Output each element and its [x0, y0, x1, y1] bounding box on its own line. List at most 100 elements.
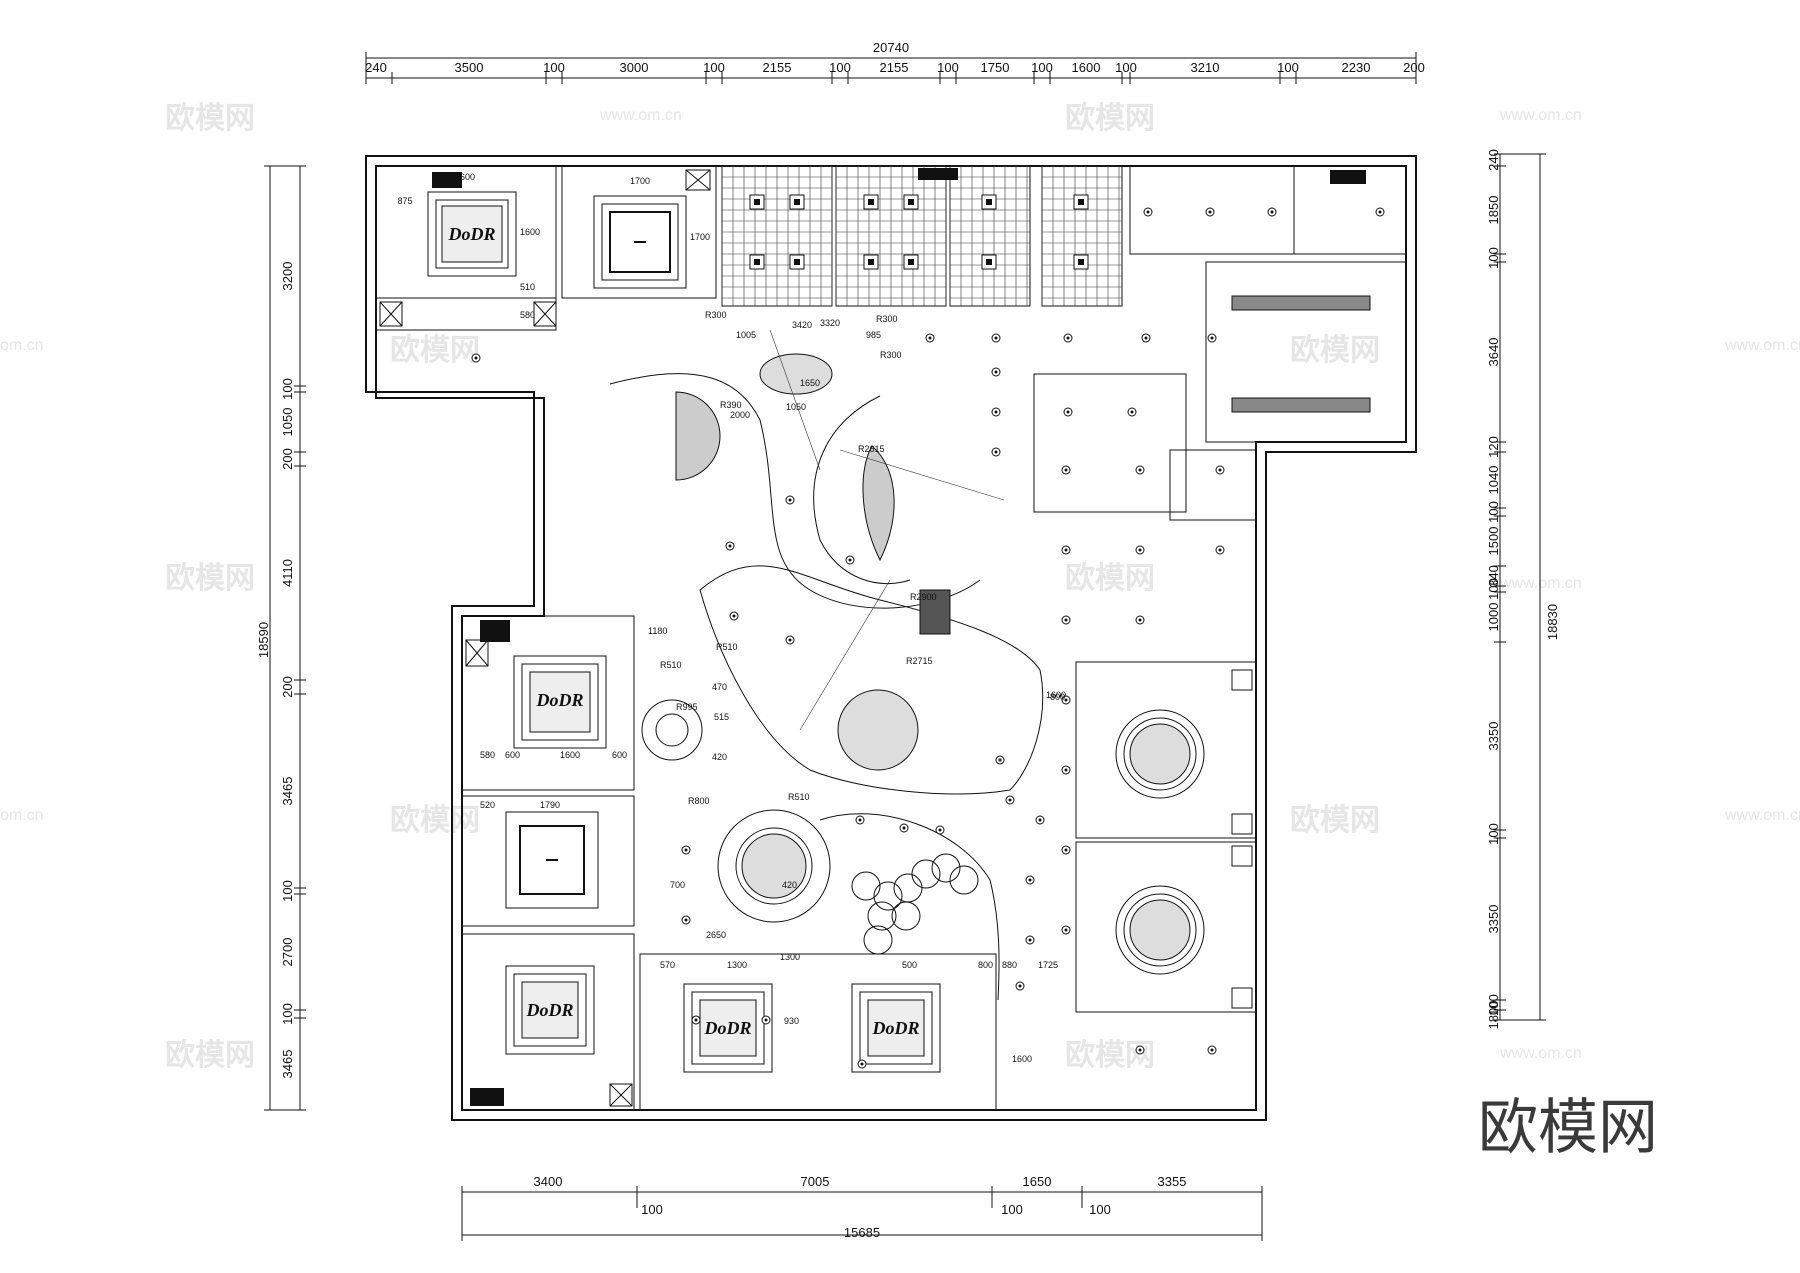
right-dim-segment: 3350 — [1486, 722, 1501, 751]
svg-text:520: 520 — [480, 800, 495, 810]
right-dim-segment: 1800 — [1486, 1001, 1501, 1030]
center-dim-label: 1725 — [1038, 960, 1058, 970]
bottom-dimension: 3400 7005 1650 3355 100 100 100 15685 — [461, 1174, 1263, 1241]
watermark-url: www.om.cn — [1724, 337, 1800, 354]
top-dim-segment: 3500 — [455, 60, 484, 75]
center-dim-label: R390 — [720, 400, 742, 410]
center-dim-label: 700 — [670, 880, 685, 890]
left-dim-segment: 3200 — [280, 262, 295, 291]
center-dim-label: R300 — [880, 350, 902, 360]
center-dim-label: 570 — [660, 960, 675, 970]
center-dim-label: R2715 — [906, 656, 933, 666]
watermark-cn: 欧模网 — [1290, 803, 1380, 838]
top-dim-segment: 100 — [937, 60, 959, 75]
light-fixtures — [471, 207, 1385, 1069]
top-dim-segment: 3210 — [1191, 60, 1220, 75]
svg-text:1600: 1600 — [560, 750, 580, 760]
svg-text:600: 600 — [505, 750, 520, 760]
right-dim-segment: 240 — [1486, 149, 1501, 171]
right-dim-segment: 3640 — [1486, 338, 1501, 367]
top-dim-segment: 2230 — [1342, 60, 1371, 75]
left-dim-segment: 100 — [280, 378, 295, 400]
svg-text:1790: 1790 — [540, 800, 560, 810]
top-dim-segment: 100 — [829, 60, 851, 75]
watermark-cn: 欧模网 — [1065, 1038, 1155, 1073]
top-dim-segment: 1600 — [1072, 60, 1101, 75]
center-dim-label: R995 — [676, 702, 698, 712]
right-dim-segment: 1500 — [1486, 527, 1501, 556]
right-dim-segment: 1850 — [1486, 196, 1501, 225]
top-dim-segment: 100 — [1115, 60, 1137, 75]
center-dim-label: 2650 — [706, 930, 726, 940]
watermark-cn: 欧模网 — [390, 803, 480, 838]
room-left-3: DoDR — [461, 933, 635, 1111]
top-total-dim: 20740 — [873, 40, 909, 55]
center-dim-label: R300 — [705, 310, 727, 320]
ceiling-logo: DoDR — [703, 1018, 751, 1038]
circular-steps — [819, 813, 1000, 1001]
left-dim-segment: 1050 — [280, 408, 295, 437]
right-dim-segment: 100 — [1486, 501, 1501, 523]
center-dim-label: 420 — [712, 752, 727, 762]
left-dim-segment: 3465 — [280, 1050, 295, 1079]
brand-logo: 欧模网 — [1478, 1093, 1658, 1163]
top-dim-segment: 200 — [1403, 60, 1425, 75]
watermark-cn: 欧模网 — [390, 333, 480, 368]
room-right-2 — [1075, 841, 1257, 1013]
svg-text:580: 580 — [520, 310, 535, 320]
ceiling-logo: DoDR — [871, 1018, 919, 1038]
watermark-cn: 欧模网 — [165, 101, 255, 136]
center-dim-label: R510 — [660, 660, 682, 670]
top-dim-segment: 240 — [365, 60, 387, 75]
center-dim-label: 800 — [978, 960, 993, 970]
svg-text:1700: 1700 — [630, 176, 650, 186]
center-dim-label: 1300 — [780, 952, 800, 962]
right-dimension: 2401850100364012010401001500340100100033… — [1486, 149, 1560, 1029]
center-dim-label: 985 — [866, 330, 881, 340]
right-dim-segment: 1040 — [1486, 466, 1501, 495]
center-dim-label: 3420 — [792, 320, 812, 330]
svg-text:1600: 1600 — [455, 172, 475, 182]
left-dim-segment: 2700 — [280, 938, 295, 967]
watermark-cn: 欧模网 — [1065, 101, 1155, 136]
center-dim-label: 470 — [712, 682, 727, 692]
ceiling-logo: DoDR — [525, 1000, 573, 1020]
right-dim-segment: 3350 — [1486, 905, 1501, 934]
bottom-total-dim: 15685 — [844, 1225, 880, 1240]
left-dim-segment: 100 — [280, 1003, 295, 1025]
center-dim-label: 930 — [784, 1016, 799, 1026]
top-dim-segment: 100 — [1031, 60, 1053, 75]
ceiling-logo: DoDR — [447, 224, 495, 244]
bottom-dim-2: 7005 — [801, 1174, 830, 1189]
room-top-right — [1033, 165, 1407, 521]
watermark-url: www.om.cn — [1499, 1045, 1582, 1062]
center-dim-label: 2000 — [730, 410, 750, 420]
right-dim-segment: 100 — [1486, 823, 1501, 845]
center-dim-label: 800 — [1050, 692, 1065, 702]
watermark-cn: 欧模网 — [1290, 333, 1380, 368]
top-dim-segment: 100 — [543, 60, 565, 75]
room-left-2: 520 1790 — [461, 795, 635, 927]
center-dim-label: 1050 — [786, 402, 806, 412]
center-dim-label: 515 — [714, 712, 729, 722]
center-dim-label: 1180 — [648, 626, 667, 636]
center-dim-label: 1300 — [727, 960, 747, 970]
svg-text:1700: 1700 — [690, 232, 710, 242]
room-bottom-1: DoDR DoDR — [639, 953, 997, 1111]
top-dim-segment: 3000 — [620, 60, 649, 75]
left-total-dim: 18590 — [256, 622, 271, 658]
svg-text:875: 875 — [397, 196, 412, 206]
center-dim-label: R2615 — [858, 444, 885, 454]
center-dim-label: 880 — [1002, 960, 1017, 970]
watermark-cn: 欧模网 — [165, 1038, 255, 1073]
center-dim-label: 1650 — [800, 378, 820, 388]
top-dim-segment: 2155 — [763, 60, 792, 75]
right-dim-segment: 340 — [1486, 565, 1501, 587]
room-right-1 — [1075, 661, 1257, 839]
bottom-gap-2: 100 — [1001, 1202, 1023, 1217]
room-top-left-2: 1700 1700 — [561, 165, 717, 299]
center-dim-label: 500 — [902, 960, 917, 970]
bottom-dim-1: 3400 — [534, 1174, 563, 1189]
